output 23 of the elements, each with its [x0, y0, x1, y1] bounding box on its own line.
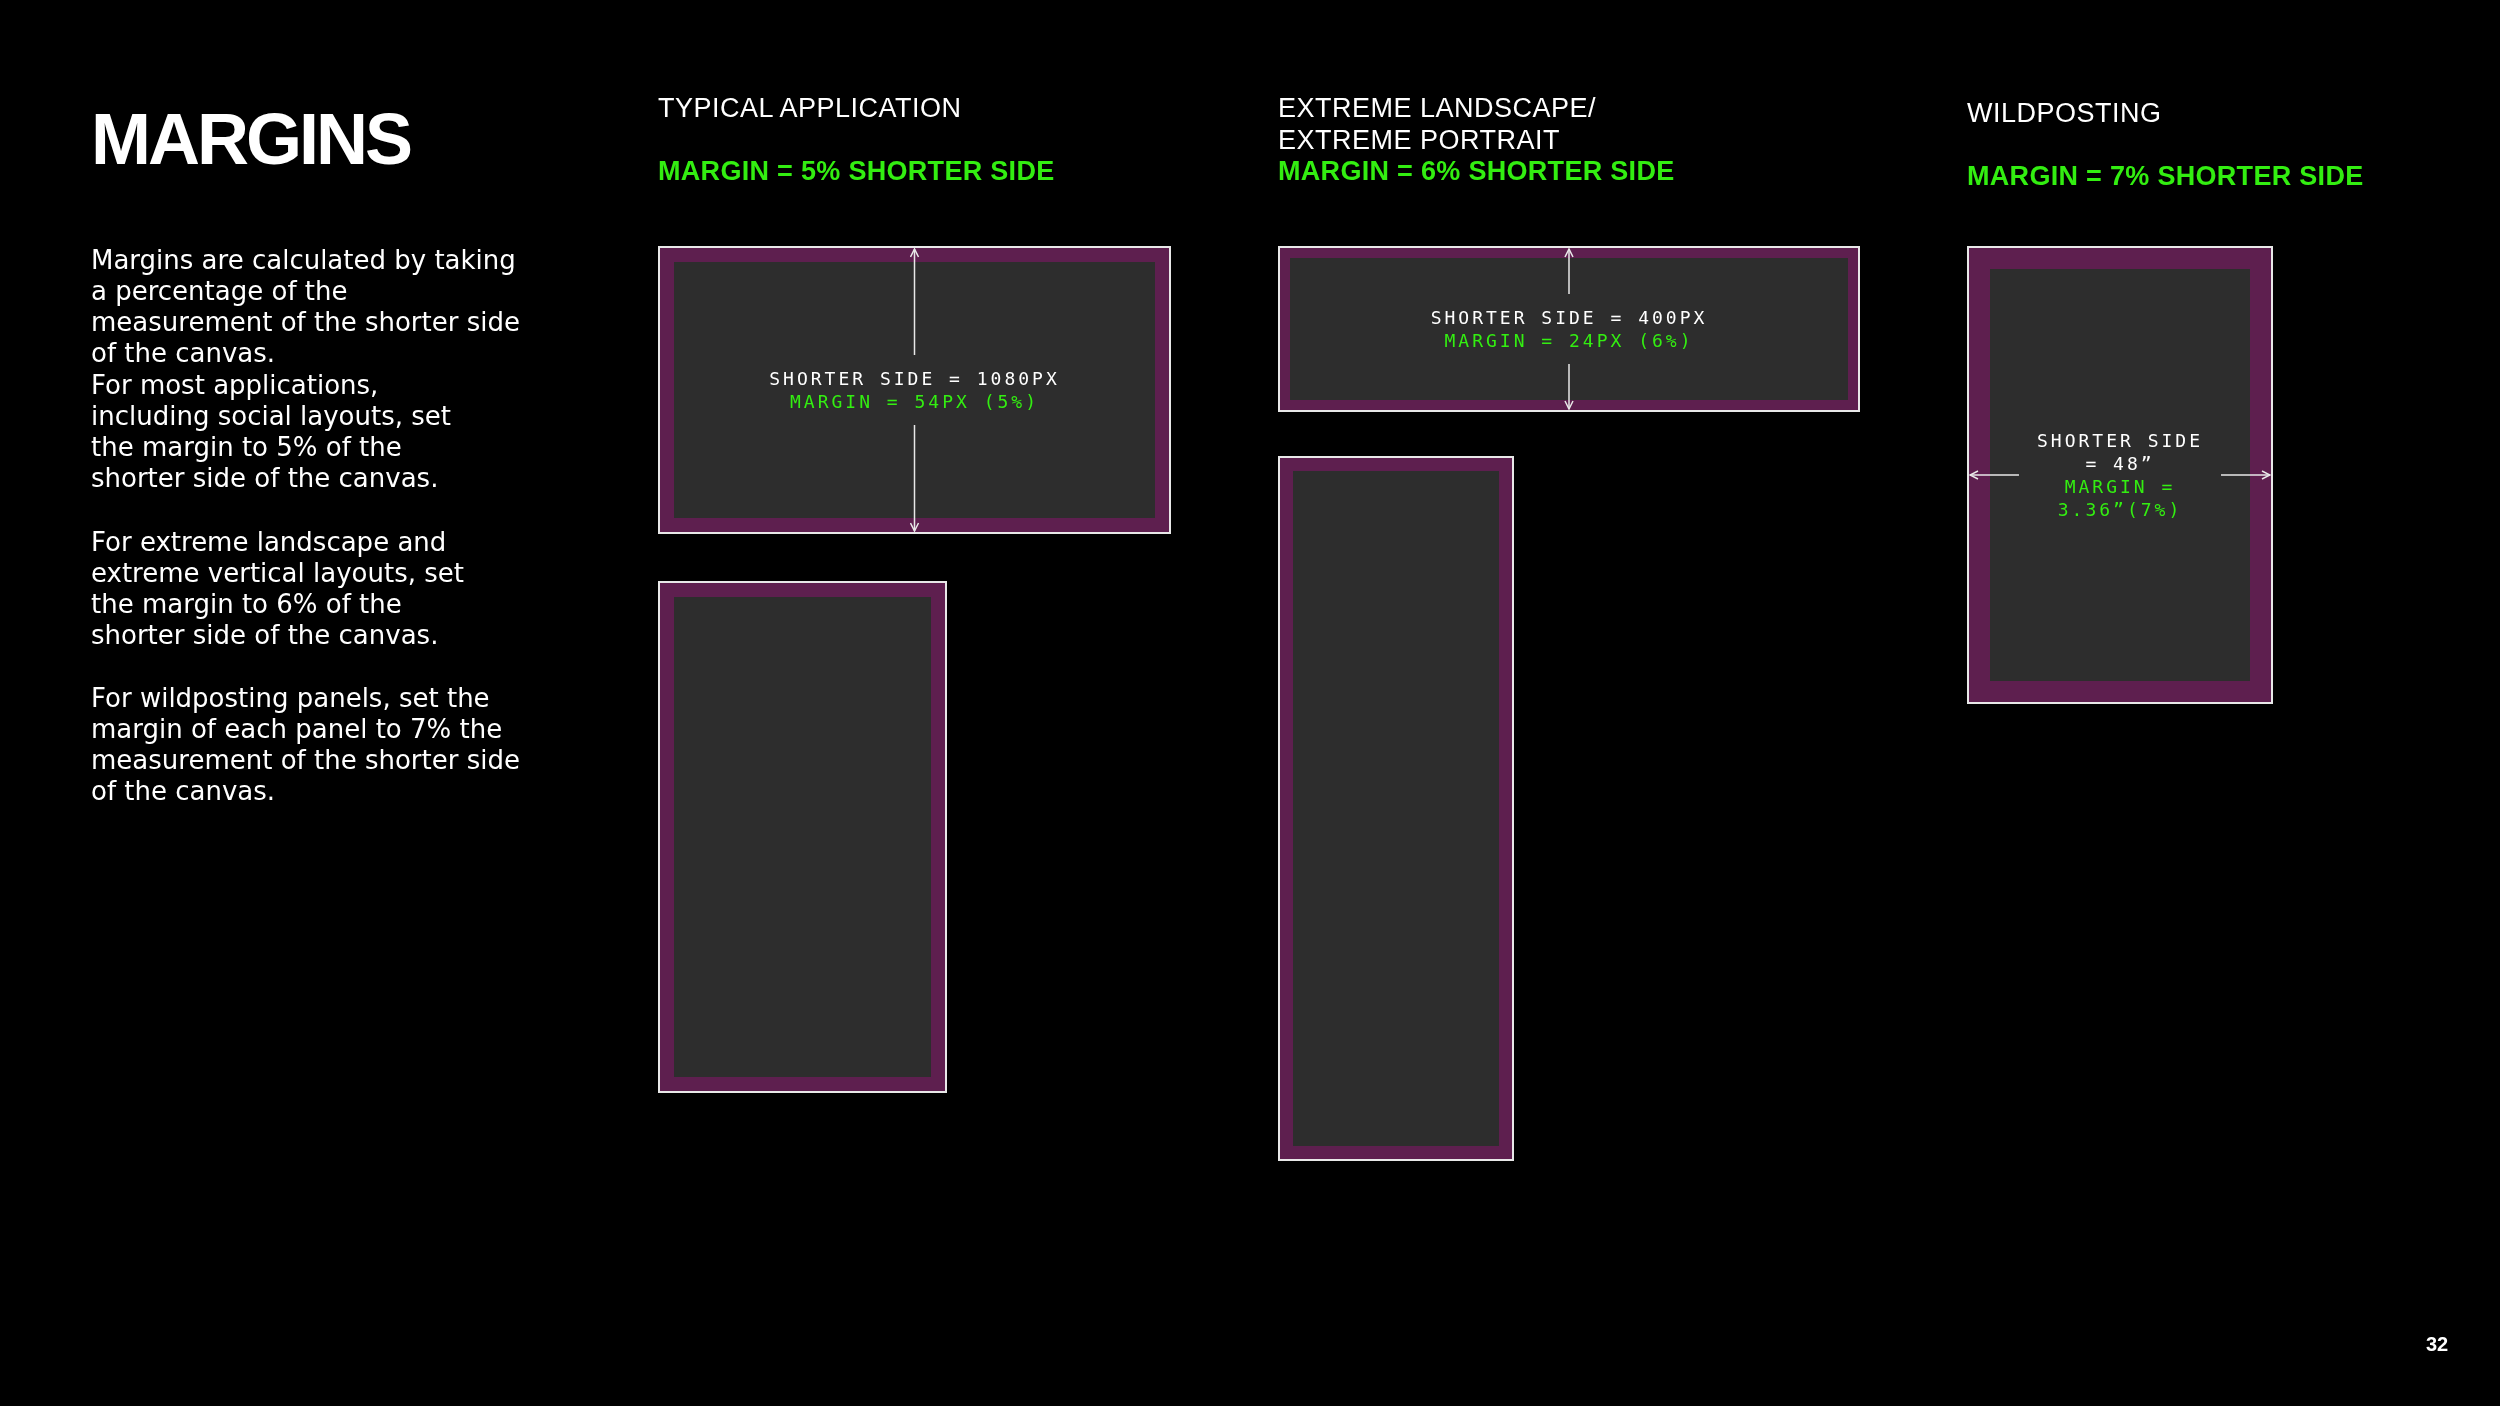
margin-rule: MARGIN = 7% SHORTER SIDE — [1967, 160, 2365, 192]
canvas-frame — [658, 581, 947, 1093]
body-paragraph: For extreme landscape and extreme vertical layouts, set the margin to 6% of the shorter side of the canvas. — [91, 527, 465, 651]
measurement-text: SHORTER SIDE = 48” — [2035, 429, 2204, 475]
canvas-frame — [1967, 246, 2273, 704]
column-heading: WILDPOSTING — [1967, 97, 2163, 129]
body-paragraph: Margins are calculated by taking a percentage of the measurement of the shorter side of the canvas. — [91, 245, 521, 369]
page-title: MARGINS — [91, 103, 410, 175]
canvas-frame — [1278, 456, 1514, 1161]
margin-rule: MARGIN = 5% SHORTER SIDE — [658, 155, 1056, 187]
canvas-frame — [1278, 246, 1860, 412]
measurement-text: SHORTER SIDE = 400PX — [1430, 306, 1708, 329]
measurement-text: MARGIN = 3.36”(7%) — [2056, 475, 2184, 521]
column-heading: EXTREME LANDSCAPE/ EXTREME PORTRAIT — [1278, 92, 1598, 156]
measurement-text: MARGIN = 54PX (5%) — [789, 390, 1040, 413]
margin-rule: MARGIN = 6% SHORTER SIDE — [1278, 155, 1676, 187]
page-number: 32 — [2426, 1333, 2450, 1356]
measurement-text: SHORTER SIDE = 1080PX — [769, 367, 1060, 390]
body-paragraph: For most applications, including social layouts, set the margin to 5% of the shorter side of the canvas. — [91, 370, 452, 494]
body-paragraph: For wildposting panels, set the margin of each panel to 7% the measurement of the shorter side of the canvas. — [91, 683, 521, 807]
column-heading: TYPICAL APPLICATION — [658, 92, 963, 124]
canvas-frame — [658, 246, 1171, 534]
measurement-text: MARGIN = 24PX (6%) — [1444, 329, 1694, 352]
